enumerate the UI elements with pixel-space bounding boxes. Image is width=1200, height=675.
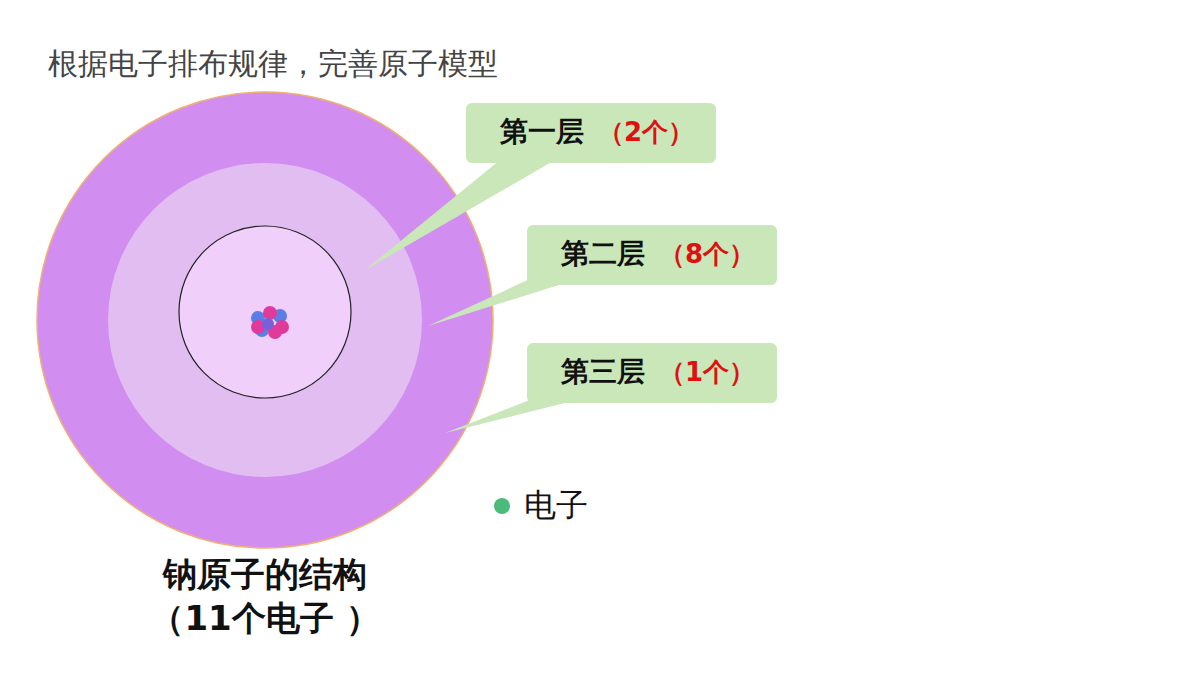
electron-count: （1个） xyxy=(659,355,755,390)
legend-row: 电子 xyxy=(494,484,588,528)
legend-swatch xyxy=(494,498,510,514)
caption: 钠原子的结构 （11个电子 ） xyxy=(140,552,390,640)
callout-box: 第二层 （8个） xyxy=(527,225,777,285)
inner-shell xyxy=(179,226,351,398)
electron-count: （2个） xyxy=(598,115,694,150)
callout-box: 第一层 （2个） xyxy=(466,103,716,163)
title: 根据电子排布规律，完善原子模型 xyxy=(48,44,498,85)
middle-shell xyxy=(108,163,422,477)
shell-name: 第二层 xyxy=(561,235,645,273)
legend-text: 电子 xyxy=(524,484,588,528)
callout-box: 第三层 （1个） xyxy=(527,343,777,403)
shell-name: 第三层 xyxy=(561,353,645,391)
nucleus xyxy=(251,306,289,339)
legend: 电子 xyxy=(494,484,588,528)
electron-count: （8个） xyxy=(659,237,755,272)
outer-shell xyxy=(37,92,493,548)
shell-name: 第一层 xyxy=(500,113,584,151)
